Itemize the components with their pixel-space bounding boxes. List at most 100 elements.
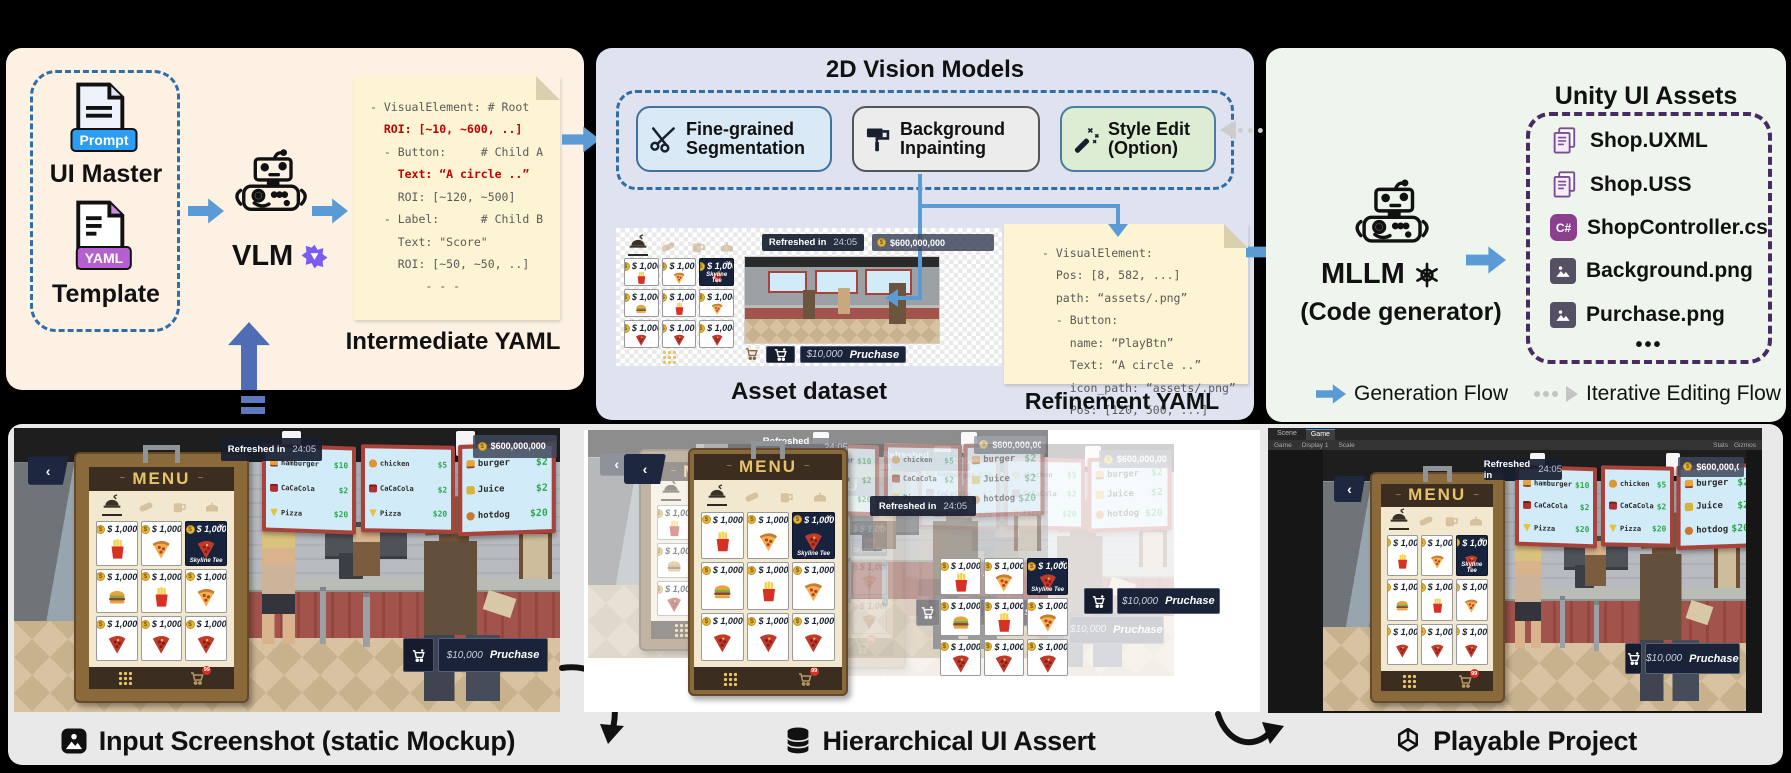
close-icon[interactable]: × — [1479, 534, 1485, 545]
item-card[interactable]: $$ 1,000 — [701, 562, 744, 611]
category-drink-icon[interactable] — [1442, 513, 1460, 530]
menu-item-name: hamburger — [281, 459, 320, 469]
prompt-file-icon: Prompt — [66, 82, 142, 160]
item-price: $ 1,000 — [804, 514, 835, 525]
item-card[interactable]: $$ 1,000 — [1027, 598, 1068, 636]
grid-icon[interactable] — [723, 671, 738, 686]
item-card[interactable]: $$ 1,000 — [95, 521, 138, 566]
item-card[interactable]: $$ 1,000 — [940, 638, 981, 676]
close-icon[interactable]: × — [826, 511, 832, 522]
item-card[interactable]: $$ 1,000 — [699, 320, 734, 348]
item-card[interactable]: $$ 1,000 — [746, 562, 790, 611]
category-bread-icon[interactable] — [743, 486, 761, 505]
item-card[interactable]: $$ 1,000 — [661, 289, 697, 317]
back-button[interactable]: ‹ — [1333, 476, 1366, 503]
item-card[interactable]: $$ 1,000 — [1027, 638, 1068, 676]
close-icon[interactable]: × — [725, 258, 731, 268]
item-card[interactable]: $$ 1,000 — [746, 511, 790, 560]
cart-icon[interactable]: 99 — [797, 666, 819, 687]
item-card[interactable]: $$ 1,000 — [1386, 623, 1419, 666]
cart-button[interactable] — [766, 346, 796, 363]
item-card[interactable]: $$ 1,000 — [140, 568, 183, 614]
item-card[interactable]: $$ 1,000 — [983, 558, 1025, 596]
item-card[interactable]: $$ 1,000 — [624, 258, 659, 286]
item-card[interactable]: $$ 1,000 — [1455, 579, 1488, 621]
category-drink-icon[interactable] — [170, 497, 188, 515]
item-card[interactable]: $$ 1,000 — [657, 505, 692, 541]
purchase-button[interactable]: $10,000 Pruchase — [438, 638, 548, 673]
item-card-selected[interactable]: × $$ 1,000 Skyline Tee — [185, 521, 227, 566]
item-card[interactable]: $$ 1,000 — [661, 320, 697, 348]
back-button[interactable]: ‹ — [624, 454, 666, 484]
category-food-icon[interactable] — [101, 493, 122, 516]
tab-game[interactable]: Game — [1305, 428, 1335, 440]
item-card-selected[interactable]: × $$ 1,000 Skyline Tee — [1027, 558, 1068, 596]
item-card[interactable]: $$ 1,000 — [95, 616, 138, 662]
item-card[interactable]: $$ 1,000 — [701, 613, 744, 661]
item-card[interactable]: $$ 1,000 — [940, 558, 981, 596]
category-bread-icon[interactable] — [137, 497, 155, 515]
item-card[interactable]: $$ 1,000 — [657, 581, 692, 617]
purchase-button[interactable]: $10,000 Pruchase — [1644, 643, 1740, 675]
scale-slider[interactable]: Scale — [1338, 441, 1355, 449]
category-drink-icon[interactable] — [689, 235, 707, 256]
cart-button[interactable] — [1624, 643, 1642, 675]
tab-scene[interactable]: Scene — [1277, 430, 1297, 437]
cart-button[interactable] — [916, 598, 940, 627]
category-food-icon[interactable] — [707, 483, 728, 506]
item-card[interactable]: $$ 1,000 — [1421, 534, 1453, 577]
close-icon[interactable]: × — [218, 521, 224, 532]
item-card[interactable]: $$ 1,000 — [185, 568, 227, 614]
item-card[interactable]: $$ 1,000 — [661, 258, 697, 286]
item-card[interactable]: $$ 1,000 — [1386, 534, 1419, 577]
grid-icon[interactable] — [674, 622, 689, 637]
item-card[interactable]: $$ 1,000 — [140, 521, 183, 566]
category-cake-icon[interactable] — [811, 486, 829, 505]
cart-button[interactable] — [403, 638, 434, 673]
item-card[interactable]: $$ 1,000 — [624, 320, 659, 348]
item-card[interactable]: $$ 1,000 — [185, 616, 227, 662]
category-cake-icon[interactable] — [203, 497, 221, 515]
item-card-selected[interactable]: × $$ 1,000 Skyline Tee — [699, 258, 734, 286]
cart-icon[interactable]: 99 — [1457, 669, 1479, 689]
category-food-icon[interactable] — [627, 234, 648, 256]
purchase-button[interactable]: $10,000 Pruchase — [799, 346, 906, 363]
item-card[interactable]: $$ 1,000 — [746, 613, 790, 661]
category-drink-icon[interactable] — [777, 486, 795, 505]
item-card[interactable]: $$ 1,000 — [701, 511, 744, 560]
item-card-selected[interactable]: × $$ 1,000 Skyline Tee — [792, 511, 835, 560]
display-select[interactable]: Display 1 — [1301, 441, 1329, 449]
item-card[interactable]: $$ 1,000 — [792, 562, 835, 611]
item-card[interactable]: $$ 1,000 — [1421, 623, 1453, 666]
item-card[interactable]: $$ 1,000 — [624, 289, 659, 317]
item-card[interactable]: $$ 1,000 — [657, 543, 692, 579]
purchase-button[interactable]: $10,000 Pruchase — [1116, 588, 1220, 614]
item-card-selected[interactable]: × $$ 1,000 Skyline Tee — [1455, 534, 1488, 577]
game-menu[interactable]: Game — [1274, 441, 1292, 449]
category-cake-icon[interactable] — [1467, 513, 1485, 530]
item-card[interactable]: $$ 1,000 — [95, 568, 138, 614]
close-icon[interactable]: × — [1059, 558, 1065, 568]
category-bread-icon[interactable] — [659, 235, 677, 256]
item-card[interactable]: $$ 1,000 — [983, 598, 1025, 636]
category-food-icon[interactable] — [660, 479, 681, 501]
item-card[interactable]: $$ 1,000 — [1455, 623, 1488, 666]
cart-icon[interactable]: 99 — [189, 665, 212, 686]
item-card[interactable]: $$ 1,000 — [699, 289, 734, 317]
category-cake-icon[interactable] — [718, 235, 736, 256]
item-card[interactable]: $$ 1,000 — [140, 616, 183, 662]
purchase-button[interactable]: $10,000 Pruchase — [1068, 615, 1164, 644]
grid-icon[interactable] — [1401, 674, 1416, 689]
item-card[interactable]: $$ 1,000 — [983, 638, 1025, 676]
back-button[interactable]: ‹ — [27, 456, 69, 485]
gizmos-button[interactable]: Gizmos — [1733, 441, 1756, 449]
stats-button[interactable]: Stats — [1713, 441, 1728, 449]
item-card[interactable]: $$ 1,000 — [940, 598, 981, 636]
cart-button[interactable] — [1084, 588, 1113, 614]
category-food-icon[interactable] — [1389, 507, 1410, 530]
item-card[interactable]: $$ 1,000 — [1421, 579, 1453, 621]
category-bread-icon[interactable] — [1417, 513, 1435, 530]
item-card[interactable]: $$ 1,000 — [792, 613, 835, 661]
grid-icon[interactable] — [117, 670, 132, 685]
item-card[interactable]: $$ 1,000 — [1386, 579, 1419, 621]
